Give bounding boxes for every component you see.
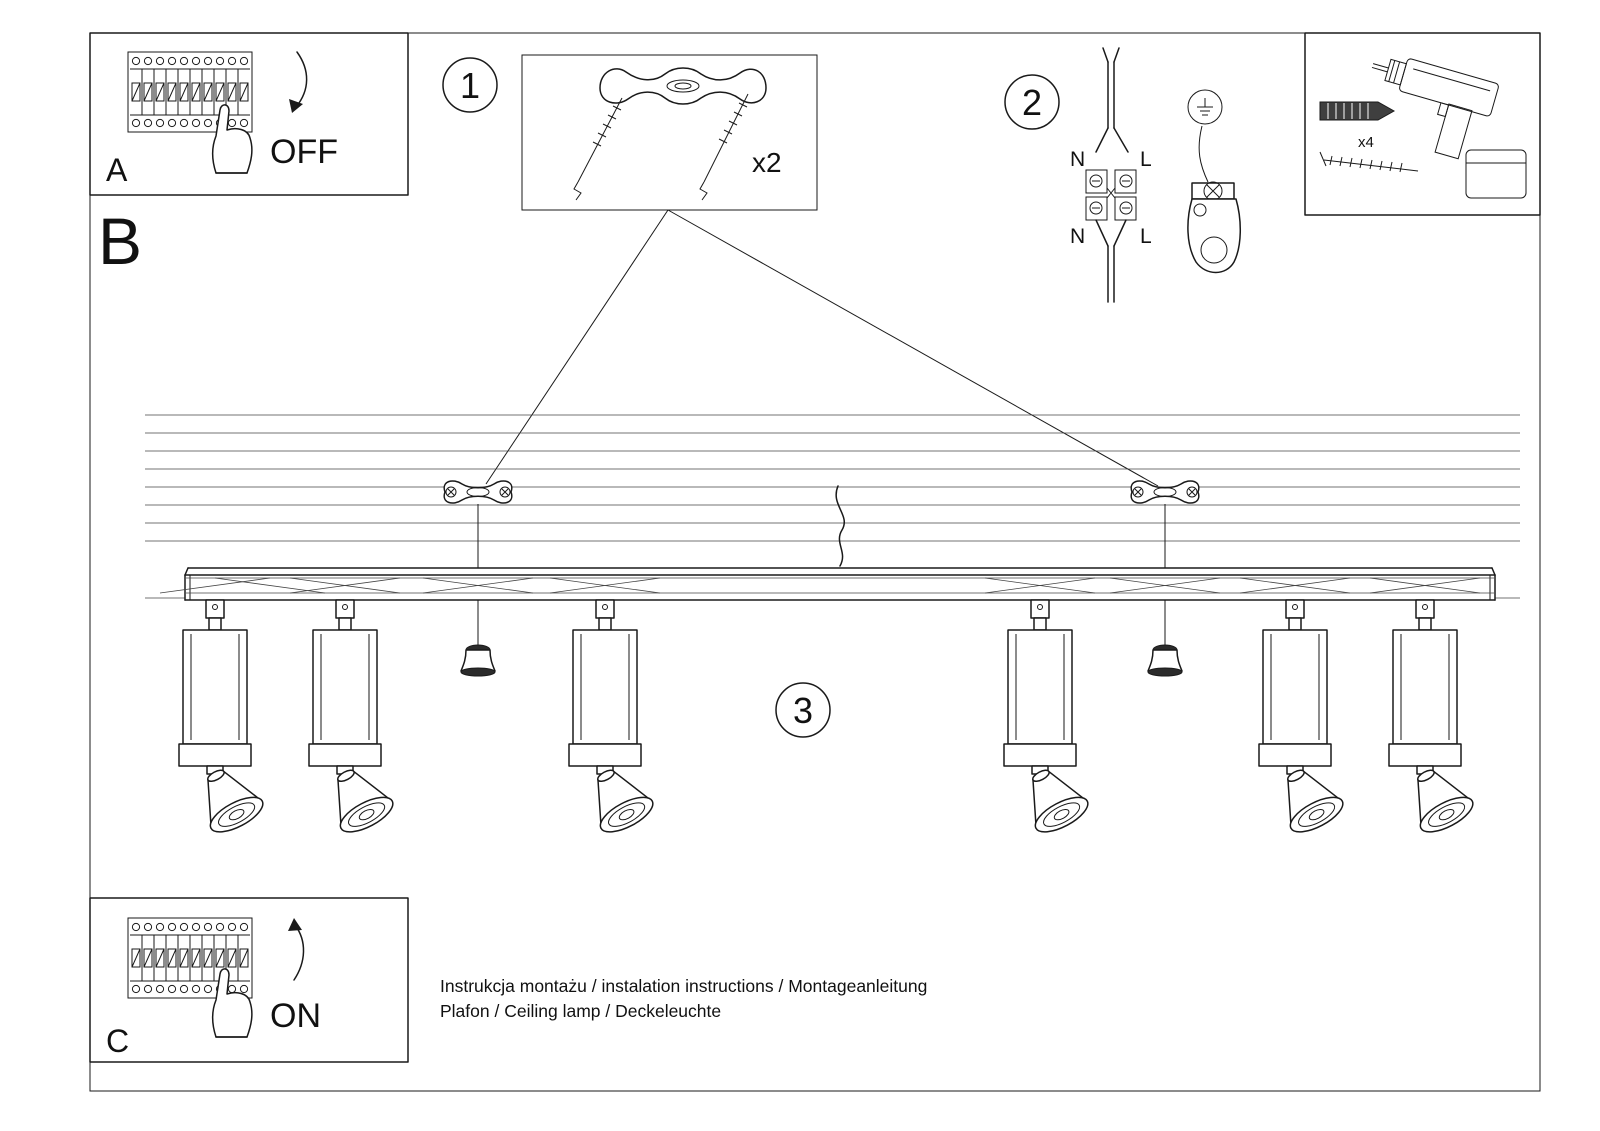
leader-line-right [667,209,1159,487]
wiring-lower [1095,219,1127,303]
step-1: 1 x2 [442,54,818,211]
terminal-block [1085,169,1137,221]
section-b-label: B [98,204,142,278]
panel-a-label: A [106,152,128,188]
cover-knob-left [460,599,496,677]
panel-c-box [89,897,409,1063]
step-3-number: 3 [793,690,813,731]
panel-c-label: C [106,1023,129,1059]
spotlight-3 [568,599,659,840]
footer-line-1: Instrukcja montażu / instalation instruc… [440,976,927,996]
rail-truss-lines [159,577,1494,594]
mounting-bracket-diagram [599,67,767,105]
mounting-bracket-left [443,480,513,504]
power-off-panel: OFF A [89,32,409,196]
l-top-label: L [1140,148,1152,171]
ground-clamp [1187,125,1242,274]
wall-plug-icon [1319,101,1396,121]
step-1-badge [442,57,498,113]
breaker-panel-icon [127,917,253,999]
step-1-box [521,54,818,211]
tools-box: x4 [1304,32,1541,216]
page-border [89,32,1541,1092]
tools-box-border [1304,32,1541,216]
step-2-number: 2 [1022,82,1042,123]
ground-symbol-icon [1187,89,1223,125]
mounting-screws [573,93,749,201]
spotlight-6 [1388,599,1479,840]
step-2: 2 N L N L [1004,47,1242,303]
ceiling-hatch [145,414,1520,599]
drill-icon [1371,58,1527,199]
mounting-bracket-right [1130,480,1200,504]
off-label: OFF [270,133,338,171]
step-1-number: 1 [460,65,480,106]
off-arrowhead [289,99,303,113]
on-arrow-icon [293,924,305,981]
footer-line-2: Plafon / Ceiling lamp / Deckeleuchte [440,1001,721,1021]
quantity-x2-label: x2 [752,147,782,178]
panel-a-box [89,32,409,196]
wiring-diagram [1095,47,1129,153]
screw-icon [1319,151,1419,173]
power-wire [835,485,845,567]
step-2-badge [1004,74,1060,130]
spotlight-4 [1003,599,1094,840]
off-arrow-icon [295,51,308,108]
cover-knob-right [1147,599,1183,677]
hand-icon [211,968,253,1038]
light-rail [159,567,1496,601]
n-bottom-label: N [1070,225,1085,248]
on-label: ON [270,997,321,1035]
spotlight-2 [308,599,399,840]
quantity-x4-label: x4 [1358,134,1374,151]
leader-line-left [485,209,669,485]
power-on-panel: ON C [89,897,409,1063]
step-3-badge [775,682,831,738]
l-bottom-label: L [1140,225,1152,248]
breaker-panel-icon [127,51,253,133]
spotlight-5 [1258,599,1349,840]
spotlight-1 [178,599,269,840]
on-arrowhead [288,918,302,931]
n-top-label: N [1070,148,1085,171]
